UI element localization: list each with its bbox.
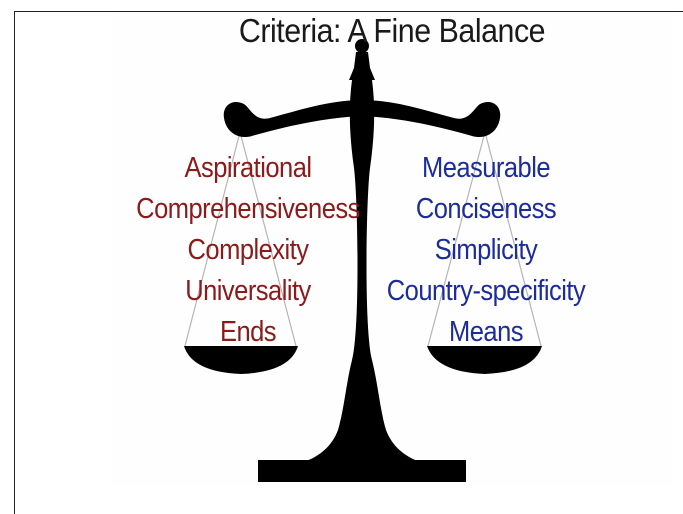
right-pan-strings	[427, 131, 542, 347]
right-criterion: Means	[449, 316, 523, 348]
left-criterion: Universality	[185, 275, 311, 307]
left-pan-strings	[184, 131, 297, 347]
right-pan	[427, 346, 542, 374]
left-criterion: Ends	[219, 316, 277, 348]
slide-frame	[14, 11, 683, 514]
slide-background	[112, 14, 672, 486]
left-criterion: Aspirational	[184, 152, 312, 184]
right-criterion: Country-specificity	[386, 275, 586, 307]
scale-top	[349, 52, 375, 80]
left-criterion: Complexity	[187, 234, 309, 266]
slide-title: Criteria: A Fine Balance	[238, 12, 546, 49]
right-pan-criteria: Measurable Conciseness Simplicity Countr…	[364, 148, 608, 353]
right-criterion: Measurable	[421, 152, 551, 184]
right-criterion: Conciseness	[415, 193, 557, 225]
right-criterion: Simplicity	[434, 234, 538, 266]
scale-column	[304, 80, 420, 462]
scale-base	[258, 460, 466, 482]
left-pan-criteria: Aspirational Comprehensiveness Complexit…	[120, 148, 376, 353]
scale-finial	[355, 39, 369, 53]
left-criterion: Comprehensiveness	[136, 193, 360, 225]
left-pan	[184, 346, 298, 374]
